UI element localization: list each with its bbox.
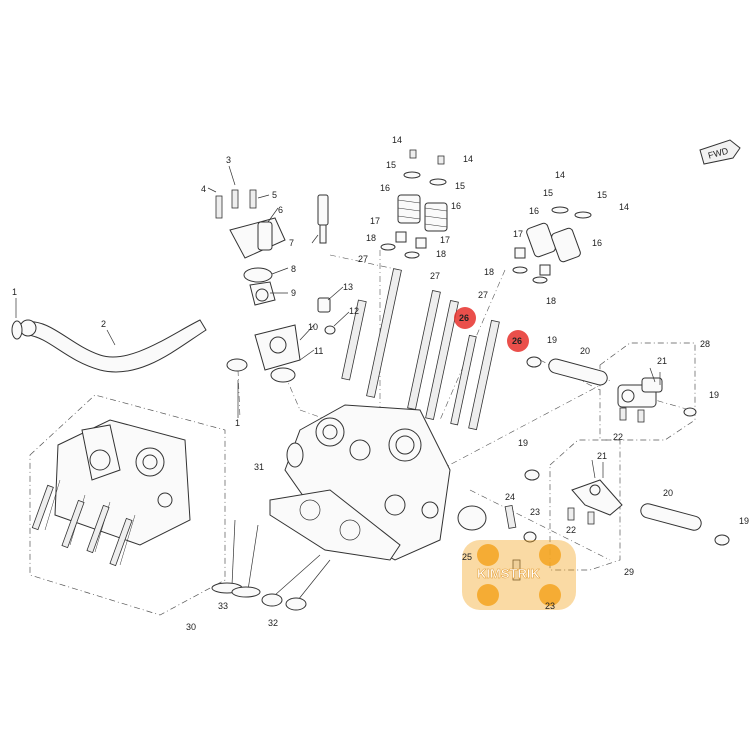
rocker-box-29: [549, 439, 623, 571]
callout-10: 10: [308, 322, 318, 332]
callout-18-c: 18: [484, 267, 494, 277]
forward-direction-arrow: FWD: [699, 139, 741, 165]
callout-19-c: 19: [518, 438, 528, 448]
callout-31: 31: [254, 462, 264, 472]
highlight-markers: [454, 307, 529, 352]
callout-17-b: 17: [440, 235, 450, 245]
callout-19-b: 19: [709, 390, 719, 400]
highlight-marker-26b: [507, 330, 529, 352]
coolant-hose: [11, 319, 248, 373]
callout-21-b: 21: [597, 451, 607, 461]
callout-16-d: 16: [592, 238, 602, 248]
callout-16-c: 16: [529, 206, 539, 216]
callout-27-a: 27: [358, 254, 368, 264]
callout-22-a: 22: [613, 432, 623, 442]
spark-plug: [317, 194, 329, 244]
callout-2: 2: [101, 319, 106, 329]
callout-15-b: 15: [455, 181, 465, 191]
callout-18-d: 18: [546, 296, 556, 306]
callout-23-a: 23: [530, 507, 540, 517]
callout-19-a: 19: [547, 335, 557, 345]
callout-32: 32: [268, 618, 278, 628]
callout-14-d: 14: [619, 202, 629, 212]
callout-5: 5: [272, 190, 277, 200]
callout-29: 29: [624, 567, 634, 577]
watermark-logo: KIMSTRIK: [462, 540, 576, 610]
callout-14-b: 14: [463, 154, 473, 164]
callout-18-b: 18: [436, 249, 446, 259]
callout-16-b: 16: [451, 201, 461, 211]
head-bolts: [341, 268, 500, 431]
head-gasket: [269, 489, 401, 561]
valve-springs-left: [380, 149, 448, 259]
head-box-30: [29, 394, 226, 616]
callout-22-b: 22: [566, 525, 576, 535]
callout-8: 8: [291, 264, 296, 274]
callout-30: 30: [186, 622, 196, 632]
callout-25: 25: [462, 552, 472, 562]
callout-14-a: 14: [392, 135, 402, 145]
callout-26-b: 26: [512, 336, 522, 346]
callout-27-b: 27: [430, 271, 440, 281]
highlight-marker-26a: [454, 307, 476, 329]
callout-33: 33: [218, 601, 228, 611]
callout-15-c: 15: [543, 188, 553, 198]
valves: [211, 519, 331, 611]
callout-21-a: 21: [657, 356, 667, 366]
callout-15-d: 15: [597, 190, 607, 200]
valve-springs-right: [512, 206, 592, 284]
callout-9: 9: [291, 288, 296, 298]
callout-6: 6: [278, 205, 283, 215]
watermark-text: KIMSTRIK: [477, 566, 540, 581]
callout-labels: 1 1 2 3 4 5 6 7 8 9 10 11 12 13 14 14 14…: [12, 135, 749, 632]
callout-4: 4: [201, 184, 206, 194]
small-parts-right: [504, 356, 730, 581]
callout-1-lower-clamp: 1: [235, 418, 240, 428]
callout-11: 11: [314, 346, 323, 356]
callout-24: 24: [505, 492, 515, 502]
callout-3: 3: [226, 155, 231, 165]
callout-19-d: 19: [739, 516, 749, 526]
callout-15-a: 15: [386, 160, 396, 170]
callout-18-a: 18: [366, 233, 376, 243]
callout-27-c: 27: [478, 290, 488, 300]
cylinder-head: [284, 404, 487, 561]
callout-17-c: 17: [513, 229, 523, 239]
callout-28: 28: [700, 339, 710, 349]
callout-7: 7: [289, 238, 294, 248]
callout-17-a: 17: [370, 216, 380, 226]
callout-20-a: 20: [580, 346, 590, 356]
callout-16-a: 16: [380, 183, 390, 193]
thermostat-group: [215, 189, 336, 383]
rocker-box-28: [599, 342, 697, 441]
callout-26-a: 26: [459, 313, 469, 323]
callout-14-c: 14: [555, 170, 565, 180]
callout-12: 12: [349, 306, 359, 316]
callout-23-b: 23: [545, 601, 555, 611]
callout-13: 13: [343, 282, 353, 292]
callout-1-hose-clamp: 1: [12, 287, 17, 297]
callout-20-b: 20: [663, 488, 673, 498]
leader-lines: [15, 165, 350, 418]
